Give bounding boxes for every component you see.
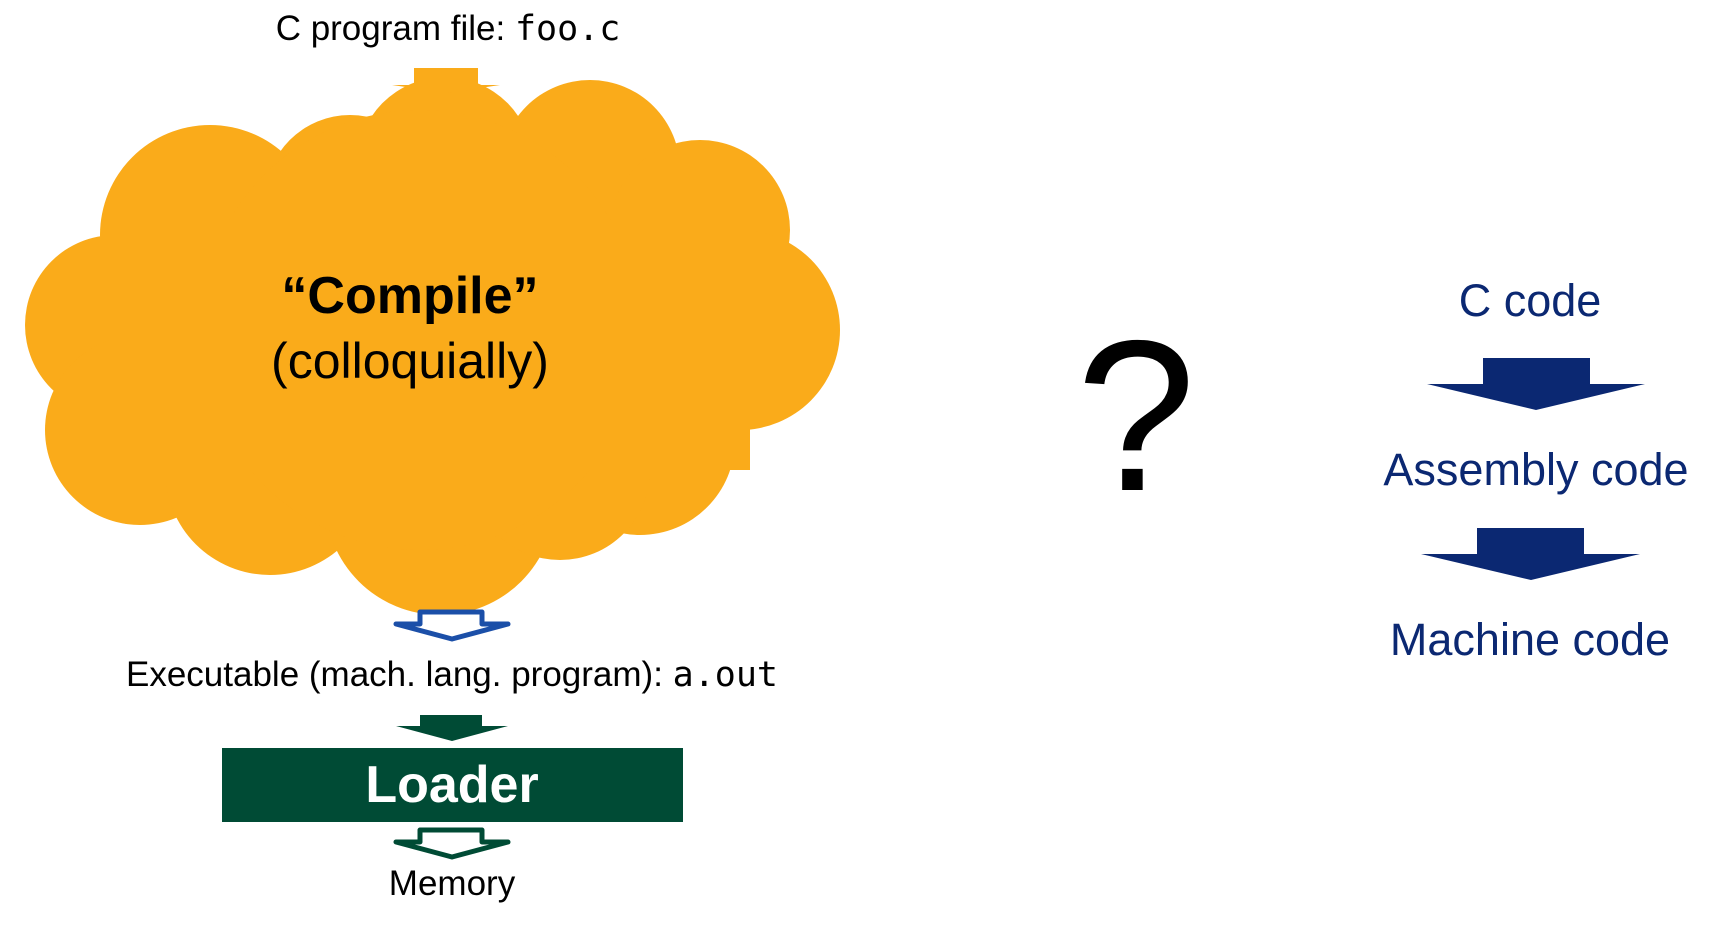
step-assembly-code: Assembly code — [1383, 444, 1688, 495]
loader-label: Loader — [365, 756, 538, 814]
step-arrow-1 — [1427, 358, 1645, 410]
memory-label: Memory — [389, 864, 516, 903]
input-arrow — [392, 68, 500, 93]
input-label: C program file: foo.c — [276, 9, 621, 49]
step-arrow-2 — [1421, 528, 1640, 580]
executable-label: Executable (mach. lang. program): a.out — [126, 655, 778, 695]
loader-input-arrow — [396, 715, 508, 741]
question-mark: ? — [1076, 295, 1196, 536]
step-machine-code: Machine code — [1390, 614, 1670, 665]
compile-cloud — [25, 77, 840, 615]
compile-title: “Compile” — [281, 267, 538, 325]
loader-output-arrow — [393, 827, 511, 860]
loader-box — [222, 748, 683, 822]
compile-output-arrow — [393, 609, 511, 642]
step-c-code: C code — [1459, 275, 1602, 326]
compile-subtitle: (colloquially) — [271, 333, 549, 389]
